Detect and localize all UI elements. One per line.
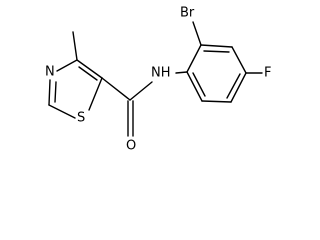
bond-ph-c3-c4: [231, 46, 247, 74]
bond-ph-bromine: [192, 21, 202, 46]
bond-c4-c5-inner: [78, 66, 98, 81]
bond-c2-n3-inner: [54, 81, 57, 103]
bond-c2-n3: [48, 79, 51, 106]
amide-group: [101, 71, 188, 137]
bond-ph-c2-c3-inner: [203, 50, 230, 53]
fluorine-label: F: [264, 66, 271, 81]
bond-c4-c5: [76, 59, 103, 79]
bond-ph-c4-c5: [230, 72, 247, 103]
bond-carbonyl-nitrogen: [129, 81, 153, 101]
bond-ph-c6-c1-inner: [192, 72, 206, 97]
bond-ph-c6-c1: [186, 71, 203, 102]
bond-c5-carbonyl: [101, 77, 131, 101]
bond-c5-s1: [88, 77, 103, 111]
molecule-structure: Br F NH O N S: [45, 6, 271, 154]
carbonyl-oxygen-label: O: [126, 139, 136, 154]
bromine-label: Br: [180, 6, 195, 21]
amide-nh-label: NH: [151, 66, 171, 81]
bond-n3-c4: [56, 59, 78, 72]
bond-ph-c4-c5-inner: [226, 73, 241, 99]
bond-ph-c1-c2: [186, 44, 202, 73]
thiazole-sulfur-label: S: [77, 111, 85, 126]
bond-ph-c5-c6: [201, 100, 232, 103]
bond-nitrogen-aryl: [175, 71, 188, 74]
bond-c4-methyl: [72, 31, 78, 61]
bond-s1-c2: [48, 104, 76, 119]
bond-ph-c2-c3: [200, 44, 233, 48]
phenyl-ring: [186, 21, 263, 103]
thiazole-nitrogen-label: N: [45, 65, 55, 80]
thiazole-ring: [48, 31, 103, 119]
